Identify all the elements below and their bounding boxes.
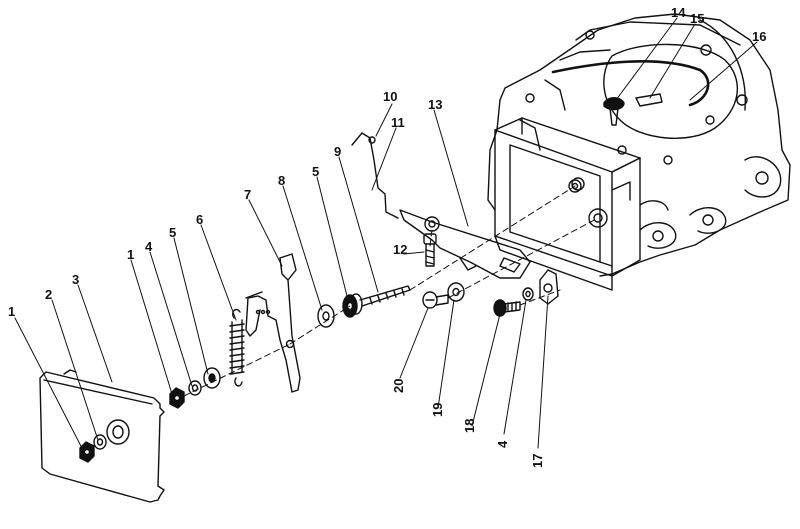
engine-housing — [487, 13, 791, 277]
callout-5b: 5 — [312, 164, 320, 179]
callout-10: 10 — [383, 89, 398, 104]
throttle-lever — [399, 209, 531, 279]
callout-3: 3 — [72, 272, 80, 287]
callout-12: 12 — [393, 242, 408, 257]
callout-9: 9 — [334, 144, 342, 159]
bracket-17 — [539, 269, 559, 305]
screw-20 — [422, 291, 449, 309]
callout-13: 13 — [428, 97, 443, 112]
control-box — [494, 117, 641, 291]
callout-11: 11 — [391, 115, 405, 130]
callout-7: 7 — [244, 187, 252, 202]
link-rod — [351, 132, 399, 219]
governor-lever — [245, 253, 301, 393]
callout-19: 19 — [430, 402, 445, 417]
callout-6: 6 — [196, 212, 204, 227]
callout-20: 20 — [391, 378, 406, 393]
callout-17: 17 — [530, 453, 545, 468]
callout-4b: 4 — [495, 440, 510, 448]
nut-1b — [169, 387, 185, 409]
leader-lines — [14, 17, 758, 453]
washer-2 — [93, 434, 107, 450]
callout-8: 8 — [278, 173, 286, 188]
callout-4a: 4 — [145, 239, 153, 254]
callout-2: 2 — [45, 287, 53, 302]
callout-1a: 1 — [8, 304, 16, 319]
callout-14: 14 — [671, 5, 686, 20]
washer-4b — [522, 287, 534, 301]
stud-9 — [349, 285, 411, 315]
washer-8 — [317, 304, 335, 328]
callout-1b: 1 — [127, 247, 135, 262]
assembly-lines — [183, 185, 599, 397]
callout-15: 15 — [690, 11, 705, 26]
callout-18: 18 — [462, 418, 477, 433]
washer-19 — [447, 282, 465, 302]
spring-6 — [229, 308, 245, 387]
cover-plate — [39, 369, 165, 503]
throttle-wire — [551, 60, 710, 126]
screw-18 — [493, 299, 521, 317]
callout-16: 16 — [752, 29, 767, 44]
callout-5a: 5 — [169, 225, 177, 240]
nut-1a — [79, 441, 95, 463]
